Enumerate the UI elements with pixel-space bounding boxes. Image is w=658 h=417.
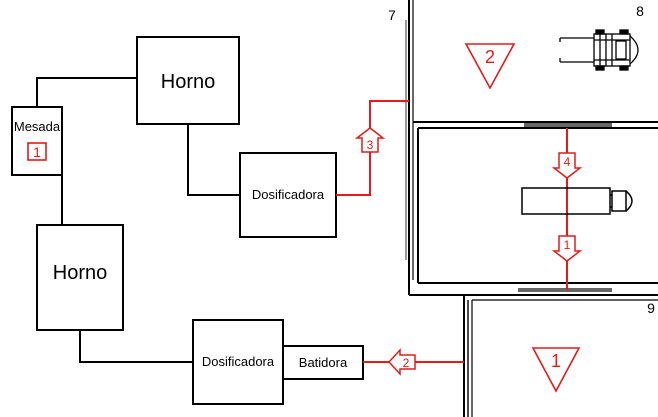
batidora-box: Batidora: [282, 345, 364, 380]
horno-top-label: Horno: [161, 71, 215, 93]
flow-marker-4-number: 4: [564, 155, 571, 169]
horno-left-label: Horno: [53, 262, 107, 284]
flow-marker-3: 3: [354, 127, 386, 153]
room-label-9: 9: [647, 300, 655, 316]
building-walls: [405, 0, 658, 417]
mesada-label: Mesada: [14, 119, 61, 134]
flow-marker-4: 4: [551, 152, 583, 179]
batidora-label: Batidora: [299, 355, 348, 370]
storage-marker-1-number: 1: [551, 351, 561, 371]
storage-marker-1: 1: [531, 347, 581, 393]
flow-marker-2: 2: [387, 348, 416, 376]
truck-icon: [521, 187, 633, 215]
flow-marker-1: 1: [551, 235, 583, 262]
flow-marker-2-number: 2: [403, 356, 410, 370]
mesada-box: Mesada 1: [11, 106, 63, 176]
flow-marker-3-number: 3: [367, 138, 374, 152]
dosificadora-bottom-box: Dosificadora: [192, 319, 284, 405]
dosificadora-top-box: Dosificadora: [239, 152, 337, 238]
horno-left-box: Horno: [36, 224, 124, 331]
connector-horno-left-dosificadora: [79, 330, 193, 363]
dosificadora-bottom-label: Dosificadora: [202, 354, 275, 369]
flow-marker-1-number: 1: [564, 238, 571, 252]
connector-lines: [36, 77, 240, 363]
connector-mesada-horno-top: [36, 77, 137, 107]
connector-horno-top-dosificadora: [187, 124, 240, 196]
storage-marker-2-number: 2: [485, 47, 495, 67]
forklift-icon: [559, 29, 639, 71]
room-label-7: 7: [388, 7, 396, 23]
mesada-marker-square: [27, 142, 47, 161]
storage-marker-2: 2: [464, 43, 516, 90]
mesada-marker-number: 1: [33, 144, 41, 160]
dosificadora-top-label: Dosificadora: [252, 187, 325, 202]
room-label-8: 8: [636, 3, 644, 19]
horno-top-box: Horno: [136, 36, 240, 125]
